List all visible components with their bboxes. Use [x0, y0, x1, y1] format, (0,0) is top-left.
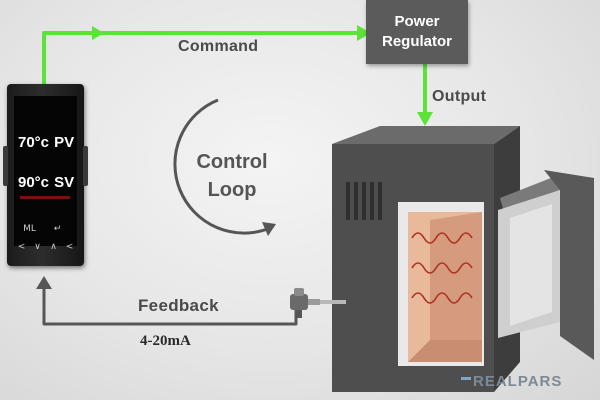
chamber-floor: [408, 340, 482, 362]
chamber-back-wall: [430, 212, 482, 362]
feedback-arrow: [36, 276, 52, 289]
oven-door-panel: [510, 204, 552, 326]
controller-keypad: ML ↵ < ∨ ∧ <: [13, 220, 78, 260]
realpars-logo: REALPARS: [461, 373, 562, 390]
sv-value: 90°c: [18, 174, 50, 191]
oven: [332, 126, 594, 392]
thermocouple-sensor: [290, 288, 346, 318]
regulator-label-line2: Regulator: [381, 33, 452, 50]
oven-vents: [346, 182, 382, 220]
oven-door-edge: [500, 176, 560, 212]
feedback-label: Feedback: [138, 296, 219, 315]
power-regulator-box: Power Regulator: [366, 0, 468, 64]
loop-arc: [173, 98, 271, 235]
up-key[interactable]: ∧: [50, 242, 57, 252]
sv-reading: 90°c SV: [18, 174, 76, 191]
control-loop-label: Control Loop: [184, 148, 280, 204]
command-line: [42, 31, 370, 84]
output-label: Output: [432, 88, 487, 105]
regulator-label-line1: Power: [394, 13, 440, 30]
sv-tag: SV: [54, 174, 75, 191]
oven-door-outer: [544, 170, 594, 360]
command-label: Command: [178, 38, 259, 55]
controller-side-nub: [83, 146, 88, 186]
status-indicator-strip: [20, 196, 70, 199]
heat-waves: [411, 232, 473, 304]
loop-label-line2: Loop: [207, 179, 257, 201]
output-arrow: [417, 112, 433, 126]
signal-range-label: 4-20mA: [140, 333, 191, 349]
command-arrow-mid: [92, 26, 104, 40]
temperature-controller: 70°c PV 90°c SV ML ↵ < ∨ ∧ <: [3, 84, 88, 266]
controller-display: 70°c PV 90°c SV: [14, 96, 77, 246]
ml-key[interactable]: ML: [23, 224, 36, 234]
pv-value: 70°c: [18, 134, 50, 151]
logo-text: REALPARS: [473, 373, 562, 390]
shift-key[interactable]: <: [65, 242, 74, 252]
command-arrow-end: [357, 25, 371, 41]
oven-top: [332, 126, 520, 144]
pv-reading: 70°c PV: [18, 134, 76, 151]
down-key[interactable]: ∨: [34, 242, 41, 252]
loop-label-line1: Control: [196, 151, 268, 173]
loop-arrow-head: [262, 222, 276, 236]
left-key[interactable]: <: [17, 242, 26, 252]
pv-tag: PV: [54, 134, 75, 151]
controller-side-nub: [3, 146, 8, 186]
enter-key[interactable]: ↵: [53, 224, 62, 234]
